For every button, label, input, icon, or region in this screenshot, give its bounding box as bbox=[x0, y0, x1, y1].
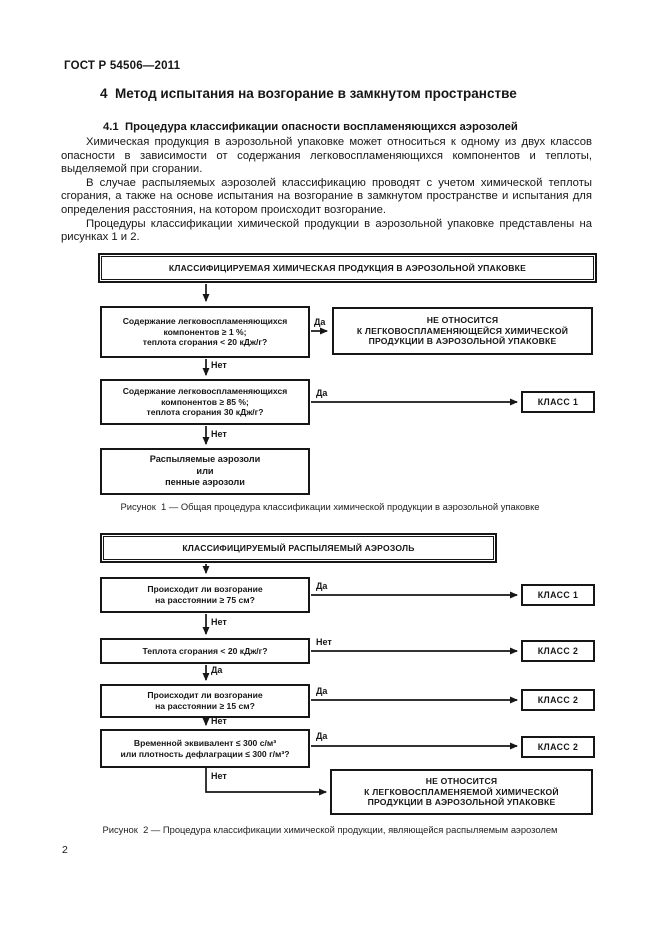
fig2-class2-box: КЛАСС 2 bbox=[521, 689, 595, 711]
fig2-class2-label: КЛАСС 2 bbox=[537, 694, 579, 705]
fig2-result-not-flammable-label: НЕ ОТНОСИТСЯ К ЛЕГКОВОСПЛАМЕНЯЕМОЙ ХИМИЧ… bbox=[364, 775, 559, 808]
fig2-no-label: Нет bbox=[211, 617, 227, 627]
fig2-decision-ignition-15cm: Происходит ли возгорание на расстоянии ≥… bbox=[100, 684, 310, 718]
fig2-yes-label: Да bbox=[211, 665, 223, 675]
fig2-class2-box: КЛАСС 2 bbox=[521, 736, 595, 758]
body-paragraph: Химическая продукция в аэрозольной упако… bbox=[61, 136, 592, 176]
body-paragraph: Процедуры классификации химической проду… bbox=[61, 217, 592, 244]
fig2-class2-box: КЛАСС 2 bbox=[521, 640, 595, 662]
fig2-class1-label: КЛАСС 1 bbox=[537, 589, 579, 600]
fig1-decision-85-percent-label: Содержание легковоспламеняющихся компоне… bbox=[122, 385, 288, 418]
fig1-result-not-flammable-box: НЕ ОТНОСИТСЯ К ЛЕГКОВОСПЛАМЕНЯЮЩЕЙСЯ ХИМ… bbox=[332, 307, 593, 355]
fig1-decision-flammable-content-label: Содержание легковоспламеняющихся компоне… bbox=[122, 315, 288, 348]
fig1-yes-label: Да bbox=[314, 317, 326, 327]
section-title: 4 Метод испытания на возгорание в замкну… bbox=[100, 86, 517, 101]
fig2-decision-ignition-75cm-label: Происходит ли возгорание на расстоянии ≥… bbox=[147, 584, 263, 605]
fig2-no-label: Нет bbox=[211, 716, 227, 726]
fig2-no-label: Нет bbox=[211, 771, 227, 781]
document-header: ГОСТ Р 54506—2011 bbox=[64, 60, 181, 72]
fig2-caption: Рисунок 2 — Процедура классификации хими… bbox=[102, 824, 558, 835]
fig2-decision-heat-20: Теплота сгорания < 20 кДж/г? bbox=[100, 638, 310, 664]
fig1-caption: Рисунок 1 — Общая процедура классификаци… bbox=[120, 501, 540, 512]
fig2-start-box: КЛАССИФИЦИРУЕМЫЙ РАСПЫЛЯЕМЫЙ АЭРОЗОЛЬ bbox=[100, 533, 497, 563]
text-column: 4 Метод испытания на возгорание в замкну… bbox=[61, 86, 592, 245]
fig1-result-not-flammable-label: НЕ ОТНОСИТСЯ К ЛЕГКОВОСПЛАМЕНЯЮЩЕЙСЯ ХИМ… bbox=[356, 314, 569, 347]
fig1-class1-label: КЛАСС 1 bbox=[537, 396, 579, 407]
fig2-yes-label: Да bbox=[316, 731, 328, 741]
fig2-decision-ignition-15cm-label: Происходит ли возгорание на расстоянии ≥… bbox=[147, 690, 263, 711]
fig2-no-label: Нет bbox=[316, 637, 332, 647]
fig1-result-spray-or-foam-label: Распыляемые аэрозоли или пенные аэрозоли bbox=[149, 454, 261, 488]
fig2-class2-label: КЛАСС 2 bbox=[537, 741, 579, 752]
page-number: 2 bbox=[62, 844, 68, 856]
fig2-decision-ignition-75cm: Происходит ли возгорание на расстоянии ≥… bbox=[100, 577, 310, 613]
body-paragraph: В случае распыляемых аэрозолей классифик… bbox=[61, 176, 592, 216]
fig1-result-spray-or-foam-box: Распыляемые аэрозоли или пенные аэрозоли bbox=[100, 448, 310, 495]
fig1-start-box: КЛАССИФИЦИРУЕМАЯ ХИМИЧЕСКАЯ ПРОДУКЦИЯ В … bbox=[98, 253, 597, 283]
fig1-decision-85-percent: Содержание легковоспламеняющихся компоне… bbox=[100, 379, 310, 425]
fig1-no-label: Нет bbox=[211, 360, 227, 370]
fig1-yes-label: Да bbox=[316, 388, 328, 398]
fig2-yes-label: Да bbox=[316, 686, 328, 696]
fig2-decision-time-equivalent: Временной эквивалент ≤ 300 с/м³ или плот… bbox=[100, 729, 310, 768]
fig2-yes-label: Да bbox=[316, 581, 328, 591]
fig1-start-label: КЛАССИФИЦИРУЕМАЯ ХИМИЧЕСКАЯ ПРОДУКЦИЯ В … bbox=[168, 262, 527, 273]
fig1-decision-flammable-content: Содержание легковоспламеняющихся компоне… bbox=[100, 306, 310, 358]
fig2-decision-time-equivalent-label: Временной эквивалент ≤ 300 с/м³ или плот… bbox=[120, 737, 290, 759]
fig2-start-label: КЛАССИФИЦИРУЕМЫЙ РАСПЫЛЯЕМЫЙ АЭРОЗОЛЬ bbox=[182, 542, 415, 553]
fig2-class1-box: КЛАСС 1 bbox=[521, 584, 595, 606]
fig1-no-label: Нет bbox=[211, 429, 227, 439]
fig2-class2-label: КЛАСС 2 bbox=[537, 645, 579, 656]
fig2-result-not-flammable-box: НЕ ОТНОСИТСЯ К ЛЕГКОВОСПЛАМЕНЯЕМОЙ ХИМИЧ… bbox=[330, 769, 593, 815]
fig2-decision-heat-20-label: Теплота сгорания < 20 кДж/г? bbox=[142, 645, 268, 656]
subsection-title: 4.1 Процедура классификации опасности во… bbox=[103, 121, 518, 133]
fig1-class1-box: КЛАСС 1 bbox=[521, 391, 595, 413]
